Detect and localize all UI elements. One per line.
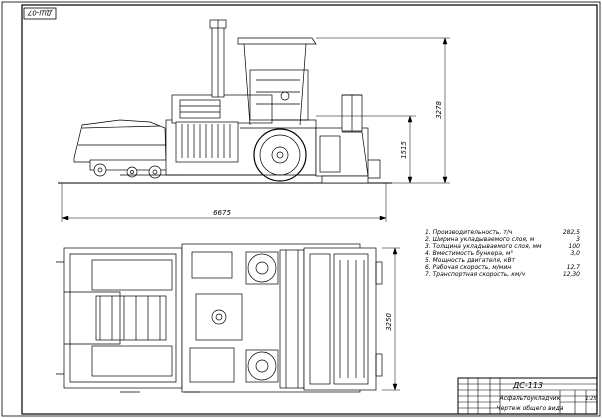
specifications: 1. Производительность, т/ч 282,5 2. Шири… <box>425 229 580 278</box>
spec-label-5: 5. Мощность двигателя, кВт <box>425 257 516 264</box>
plan-view <box>56 243 383 393</box>
side-dimensions <box>61 37 450 222</box>
inner-frame <box>21 4 598 415</box>
spec-value-7: 12,30 <box>563 271 580 278</box>
stamp-box: ДШ-07 <box>23 7 57 20</box>
dim-width: 3250 <box>385 313 393 331</box>
title-name-1: Асфальтоукладчик <box>499 395 561 402</box>
dim-length: 6675 <box>213 209 231 217</box>
spec-value-3: 100 <box>569 243 581 250</box>
dim-height-total: 3278 <box>435 101 443 119</box>
plan-dimensions <box>382 247 400 391</box>
dim-height-mid: 1515 <box>400 141 408 159</box>
spec-label-6: 6. Рабочая скорость, м/мин <box>425 264 511 271</box>
title-sheet: 1:25 <box>585 396 596 402</box>
spec-label-3: 3. Толщина укладываемого слоя, мм <box>425 243 542 250</box>
title-code: ДС-113 <box>512 381 543 390</box>
side-view <box>58 19 392 184</box>
title-name-2: Чертеж общего вида <box>497 405 564 412</box>
spec-value-4: 3,0 <box>570 250 580 257</box>
spec-label-7: 7. Транспортная скорость, км/ч <box>425 271 525 278</box>
spec-label-4: 4. Вместимость бункера, м³ <box>425 250 513 257</box>
spec-label-2: 2. Ширина укладываемого слоя, м <box>425 236 535 243</box>
stamp-label: ДШ-07 <box>27 9 53 17</box>
spec-value-6: 12,7 <box>567 264 581 271</box>
title-block <box>457 377 598 415</box>
spec-value-2: 3 <box>576 236 580 243</box>
spec-value-1: 282,5 <box>563 229 580 236</box>
spec-label-1: 1. Производительность, т/ч <box>425 229 513 236</box>
